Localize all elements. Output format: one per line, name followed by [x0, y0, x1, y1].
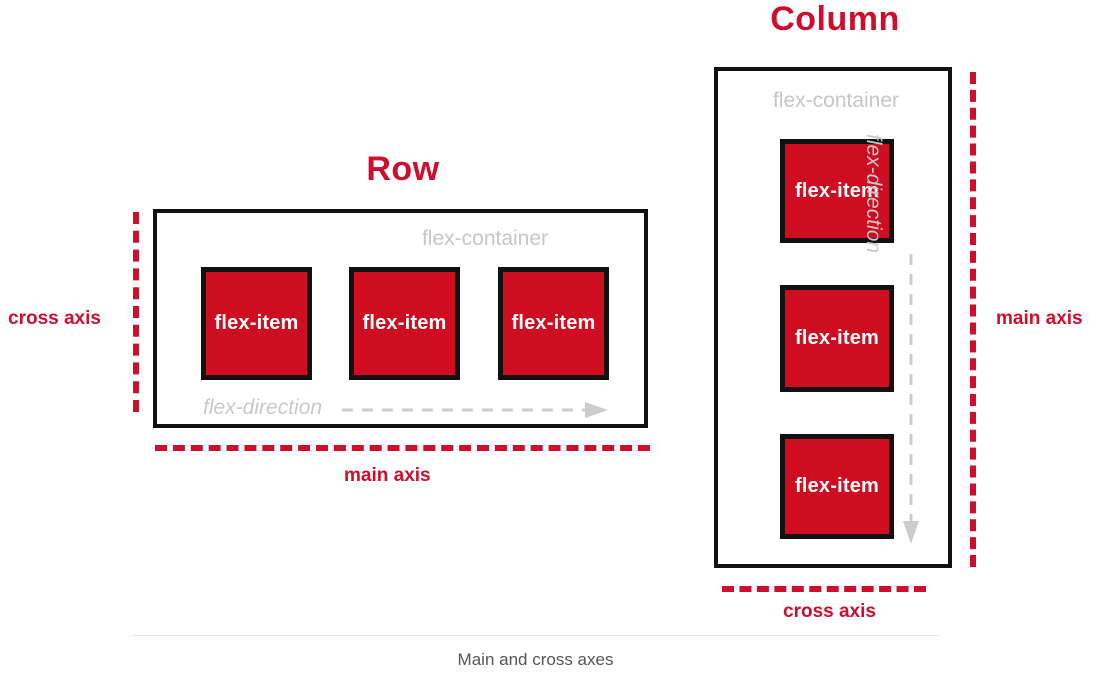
column-flex-item-1: flex-item — [780, 139, 894, 243]
column-section-title: Column — [770, 0, 900, 38]
row-flex-direction-arrow-icon — [342, 402, 608, 418]
row-flex-item-1: flex-item — [201, 267, 312, 380]
row-main-axis-label: main axis — [344, 465, 431, 486]
column-cross-axis-label: cross axis — [783, 601, 876, 622]
column-main-axis-label: main axis — [996, 308, 1083, 329]
row-flex-direction-label: flex-direction — [203, 396, 323, 419]
figure-caption: Main and cross axes — [457, 650, 614, 669]
column-flex-item-3: flex-item — [780, 434, 894, 539]
row-cross-axis-line — [133, 212, 139, 412]
row-flex-item-2: flex-item — [349, 267, 460, 380]
row-main-axis-line — [155, 445, 650, 451]
row-flex-container-label: flex-container — [421, 227, 549, 250]
column-flex-item-2: flex-item — [780, 285, 894, 392]
row-section-title: Row — [366, 150, 440, 188]
column-flex-direction-label: flex-direction — [862, 134, 885, 254]
row-cross-axis-label: cross axis — [8, 308, 101, 329]
column-cross-axis-line — [722, 586, 926, 592]
column-main-axis-line — [970, 72, 976, 567]
footer-divider — [131, 635, 940, 636]
row-flex-item-3: flex-item — [498, 267, 609, 380]
column-flex-container: flex-container flex-item flex-item flex-… — [714, 67, 952, 568]
row-flex-container: flex-container flex-item flex-item flex-… — [153, 209, 648, 428]
column-flex-container-label: flex-container — [772, 89, 900, 112]
column-flex-direction-arrow-icon — [903, 254, 919, 544]
